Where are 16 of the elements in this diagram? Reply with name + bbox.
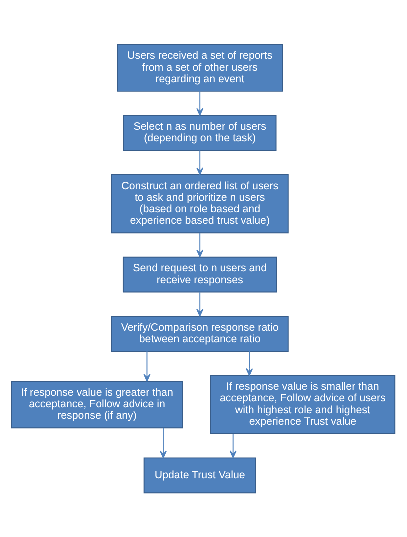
node-box: Send request to n users and receive responses bbox=[122, 256, 278, 292]
arrow bbox=[144, 350, 151, 382]
node-box: Users received a set of reports from a set of other users regarding an event bbox=[117, 44, 284, 92]
node-box: Select n as number of users (depending on the task) bbox=[123, 114, 277, 151]
node-box: Construct an ordered list of users to ask and prioritize n users (based on role based and experience based trust value) bbox=[111, 174, 289, 234]
node-box: If response value is smaller than acceptance, Follow advice of users with highest role and highest experience Trust value bbox=[210, 374, 396, 434]
arrow bbox=[196, 292, 204, 316]
arrow bbox=[196, 150, 204, 175]
node-box: Update Trust Value bbox=[144, 457, 256, 494]
arrow bbox=[160, 427, 168, 458]
node-box: If response value is greater than acceptance, Follow advice in response (if any) bbox=[11, 380, 184, 428]
arrow bbox=[196, 90, 204, 116]
arrow bbox=[246, 350, 254, 376]
node-box: Verify/Comparison response ratio between acceptance ratio bbox=[111, 316, 289, 352]
arrow bbox=[196, 232, 204, 258]
arrow bbox=[230, 433, 237, 458]
